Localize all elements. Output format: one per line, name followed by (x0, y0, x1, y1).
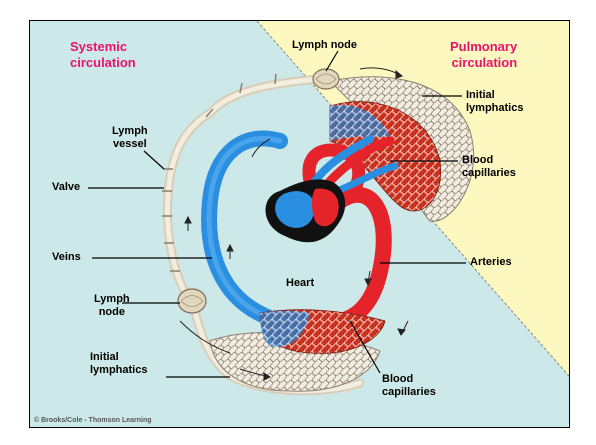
valve-label: Valve (52, 181, 80, 194)
lymph-node-top (313, 69, 339, 89)
slide-frame: Systemic circulation Pulmonary circulati… (29, 20, 570, 428)
initial-lymphatics-left-label: Initial lymphatics (90, 351, 147, 377)
pulmonary-circulation-title: Pulmonary circulation (450, 39, 517, 71)
systemic-circulation-title: Systemic circulation (70, 39, 136, 71)
arteries-label: Arteries (470, 256, 512, 269)
veins-label: Veins (52, 251, 81, 264)
initial-lymphatics-right-label: Initial lymphatics (466, 89, 523, 115)
blood-capillaries-bottom-label: Blood capillaries (382, 373, 436, 399)
blood-capillaries-right-label: Blood capillaries (462, 154, 516, 180)
lymph-vessel-label: Lymph vessel (112, 125, 148, 151)
lymph-node-left (178, 289, 206, 313)
heart-label: Heart (286, 277, 314, 290)
lymph-node-left-label: Lymph node (94, 293, 130, 319)
lymph-node-top-label: Lymph node (292, 39, 357, 52)
copyright-credit: © Brooks/Cole - Thomson Learning (34, 417, 152, 424)
